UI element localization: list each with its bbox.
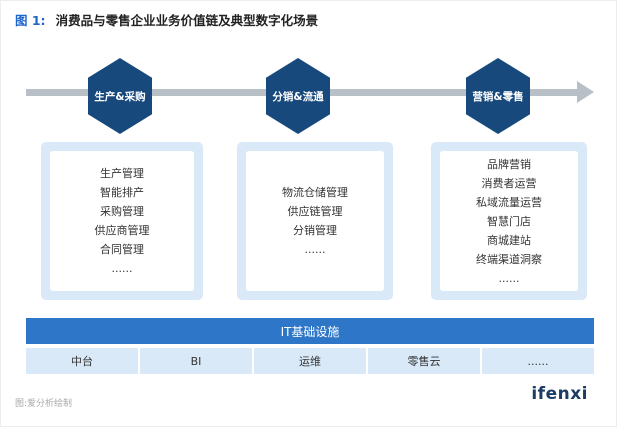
scenario-item: 分销管理 (293, 224, 337, 237)
scenario-list: 品牌营销 消费者运营 私域流量运营 智慧门店 商城建站 终端渠道洞察 .....… (440, 151, 578, 291)
figure-source-note: 图:爱分析绘制 (15, 399, 73, 409)
stage-hexagon-marketing-retail: 营销&零售 (466, 58, 530, 134)
scenario-list: 生产管理 智能排产 采购管理 供应商管理 合同管理 ...... (50, 151, 194, 291)
stage-label: 分销&流通 (272, 90, 324, 103)
scenario-list: 物流仓储管理 供应链管理 分销管理 ...... (246, 151, 384, 291)
stage-hexagon-distribution-circulation: 分销&流通 (266, 58, 330, 134)
infrastructure-cell-middle-platform: 中台 (26, 348, 138, 374)
figure-title: 图 1: 消费品与零售企业业务价值链及典型数字化场景 (15, 10, 318, 29)
scenario-panel-production: 生产管理 智能排产 采购管理 供应商管理 合同管理 ...... (41, 142, 203, 300)
ifenxi-logo: ifenxi (531, 384, 588, 404)
scenario-item: 消费者运营 (481, 176, 537, 190)
infrastructure-cell-retail-cloud: 零售云 (368, 348, 480, 374)
scenario-item: 品牌营销 (487, 157, 531, 171)
scenario-item: 采购管理 (100, 205, 144, 218)
infrastructure-cells-row: 中台 BI 运维 零售云 ...... (26, 348, 594, 374)
scenario-item: 生产管理 (100, 167, 144, 180)
scenario-panel-distribution: 物流仓储管理 供应链管理 分销管理 ...... (237, 142, 393, 300)
scenario-item: 供应链管理 (287, 205, 343, 218)
stage-label: 营销&零售 (472, 90, 524, 103)
scenario-item: 智慧门店 (487, 214, 531, 228)
figure-number: 图 1: (15, 13, 46, 28)
scenario-item-ellipsis: ...... (111, 262, 133, 275)
it-infrastructure-label: IT基础设施 (280, 324, 340, 339)
scenario-item: 私域流量运营 (476, 195, 542, 209)
it-infrastructure-bar: IT基础设施 (26, 318, 594, 344)
infrastructure-cell-bi: BI (140, 348, 252, 374)
scenario-item: 供应商管理 (94, 224, 150, 237)
infrastructure-cell-operations: 运维 (254, 348, 366, 374)
value-chain-arrow-head (577, 81, 594, 103)
scenario-panel-marketing: 品牌营销 消费者运营 私域流量运营 智慧门店 商城建站 终端渠道洞察 .....… (431, 142, 587, 300)
scenario-item: 物流仓储管理 (282, 186, 348, 199)
scenario-item: 终端渠道洞察 (476, 252, 542, 266)
stage-label: 生产&采购 (94, 90, 146, 103)
scenario-item: 商城建站 (487, 233, 531, 247)
scenario-item: 合同管理 (100, 243, 144, 256)
infrastructure-cell-ellipsis: ...... (482, 348, 594, 374)
figure-title-text: 消费品与零售企业业务价值链及典型数字化场景 (55, 13, 319, 28)
scenario-item: 智能排产 (100, 186, 144, 199)
scenario-item-ellipsis: ...... (498, 271, 520, 285)
stage-hexagon-production-procurement: 生产&采购 (88, 58, 152, 134)
scenario-item-ellipsis: ...... (304, 243, 326, 256)
